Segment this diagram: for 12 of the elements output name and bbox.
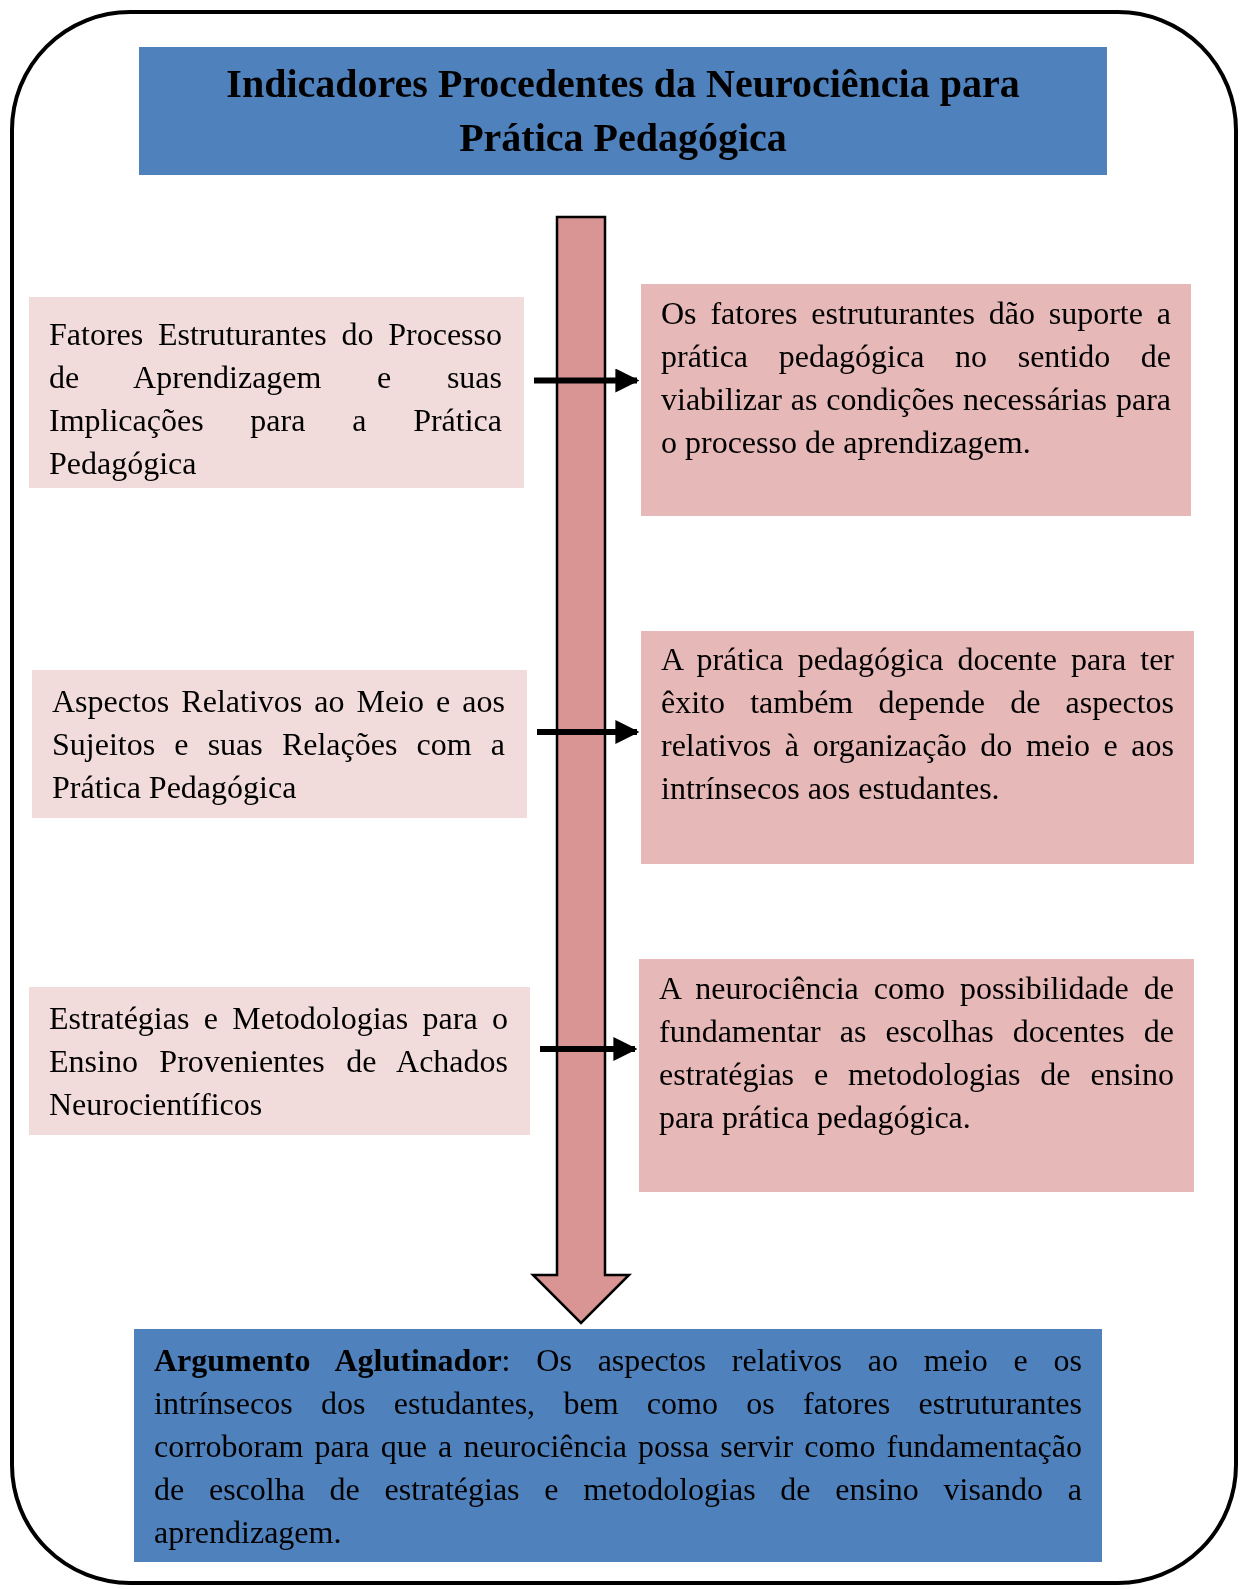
- block-arrow: [530, 215, 632, 1325]
- title-banner: Indicadores Procedentes da Neurociência para Prática Pedagógica: [139, 47, 1107, 175]
- description-box: A neurociência como possibilidade de fundamentar as escolhas docentes de estratégias e metodologias de ensino para prática pedagógica.: [639, 959, 1194, 1192]
- arrow: [540, 1037, 638, 1061]
- topic-box: Estratégias e Metodologias para o Ensino Provenientes de Achados Neurocientíficos: [29, 987, 530, 1135]
- summary-box: Argumento Aglutinador: Os aspectos relativos ao meio e os intrínsecos dos estudantes, bem como os fatores estruturantes corroboram para que a neurociência possa servir como fundamentação de escolha de estratégias e metodologias de ensino visando a aprendizagem.: [134, 1329, 1102, 1562]
- description-box: Os fatores estruturantes dão suporte a prática pedagógica no sentido de viabilizar as condições necessárias para o processo de aprendizagem.: [641, 284, 1191, 516]
- topic-box: Fatores Estruturantes do Processo de Aprendizagem e suas Implicações para a Prática Pedagógica: [29, 297, 524, 488]
- topic-box: Aspectos Relativos ao Meio e aos Sujeitos e suas Relações com a Prática Pedagógica: [32, 670, 527, 818]
- arrow: [537, 720, 640, 744]
- description-box: A prática pedagógica docente para ter êxito também depende de aspectos relativos à organização do meio e aos intrínsecos aos estudantes.: [641, 631, 1194, 864]
- arrow: [534, 368, 640, 393]
